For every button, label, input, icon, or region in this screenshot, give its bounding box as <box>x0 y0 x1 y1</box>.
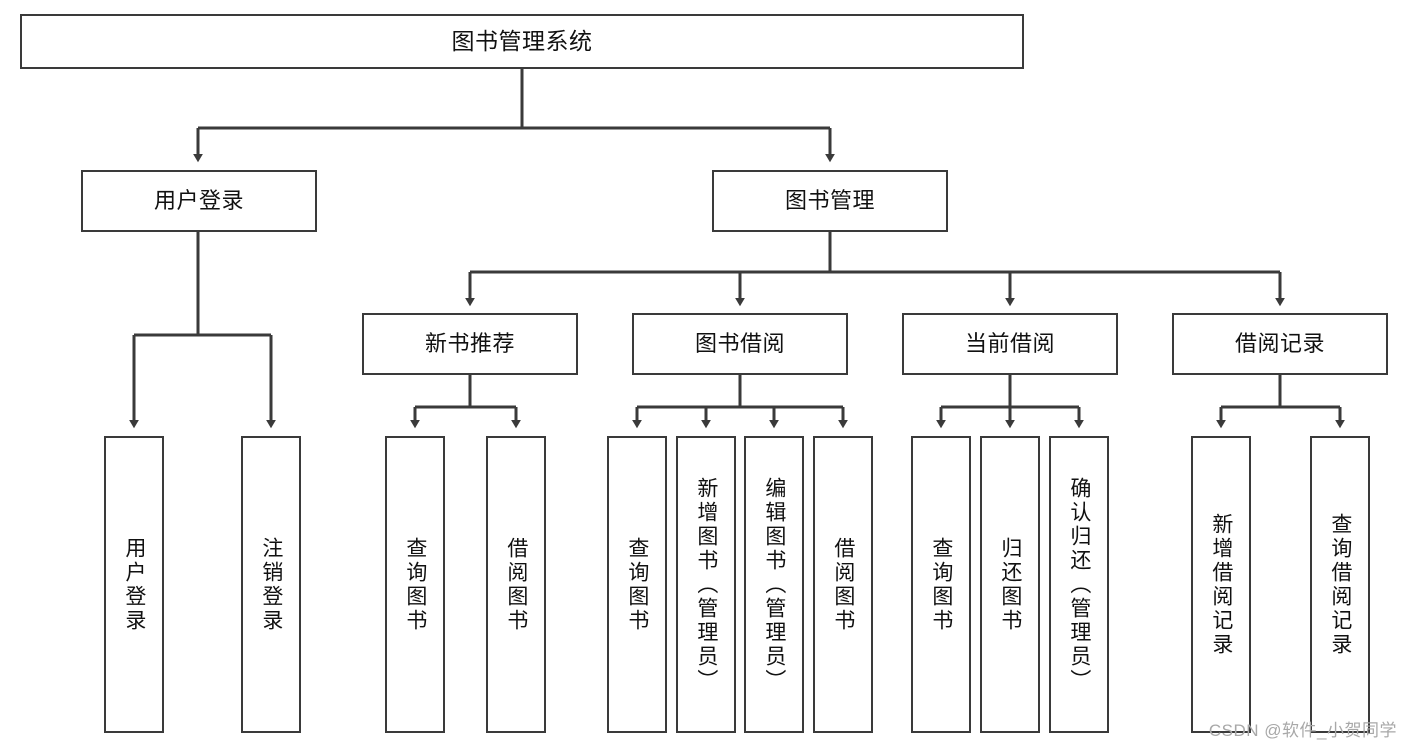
node-label: 当前借阅 <box>964 330 1055 356</box>
node-borrow-record[interactable]: 借阅记录 <box>1172 313 1388 375</box>
node-label: 用户登录 <box>122 536 146 633</box>
node-label: 借阅图书 <box>831 536 855 633</box>
leaf-borrow-query-book[interactable]: 查询图书 <box>607 436 667 733</box>
node-new-book-recommend[interactable]: 新书推荐 <box>362 313 578 375</box>
leaf-recommend-borrow-book[interactable]: 借阅图书 <box>486 436 546 733</box>
node-label: 确认归还（管理员） <box>1067 476 1091 693</box>
node-root-system[interactable]: 图书管理系统 <box>20 14 1024 69</box>
node-label: 编辑图书（管理员） <box>762 476 786 693</box>
node-label: 查询图书 <box>929 536 953 633</box>
node-book-management[interactable]: 图书管理 <box>712 170 948 232</box>
node-label: 新书推荐 <box>424 330 515 356</box>
leaf-current-confirm-return[interactable]: 确认归还（管理员） <box>1049 436 1109 733</box>
node-label: 新增图书（管理员） <box>694 476 718 693</box>
node-label: 新增借阅记录 <box>1209 512 1233 657</box>
node-label: 注销登录 <box>259 536 283 633</box>
leaf-current-return-book[interactable]: 归还图书 <box>980 436 1040 733</box>
node-label: 归还图书 <box>998 536 1022 633</box>
leaf-user-login-logout[interactable]: 注销登录 <box>241 436 301 733</box>
node-label: 查询图书 <box>403 536 427 633</box>
node-user-login[interactable]: 用户登录 <box>81 170 317 232</box>
node-current-borrow[interactable]: 当前借阅 <box>902 313 1118 375</box>
leaf-borrow-add-book[interactable]: 新增图书（管理员） <box>676 436 736 733</box>
node-book-borrow[interactable]: 图书借阅 <box>632 313 848 375</box>
node-label: 查询图书 <box>625 536 649 633</box>
node-label: 图书借阅 <box>694 330 785 356</box>
leaf-borrow-edit-book[interactable]: 编辑图书（管理员） <box>744 436 804 733</box>
leaf-borrow-borrow-book[interactable]: 借阅图书 <box>813 436 873 733</box>
node-label: 图书管理系统 <box>451 27 593 54</box>
leaf-record-query-record[interactable]: 查询借阅记录 <box>1310 436 1370 733</box>
node-label: 借阅记录 <box>1234 330 1325 356</box>
leaf-user-login-login[interactable]: 用户登录 <box>104 436 164 733</box>
leaf-record-add-record[interactable]: 新增借阅记录 <box>1191 436 1251 733</box>
leaf-current-query-book[interactable]: 查询图书 <box>911 436 971 733</box>
leaf-recommend-query-book[interactable]: 查询图书 <box>385 436 445 733</box>
node-label: 查询借阅记录 <box>1328 512 1352 657</box>
node-label: 图书管理 <box>784 187 875 213</box>
node-label: 借阅图书 <box>504 536 528 633</box>
node-label: 用户登录 <box>153 187 244 213</box>
